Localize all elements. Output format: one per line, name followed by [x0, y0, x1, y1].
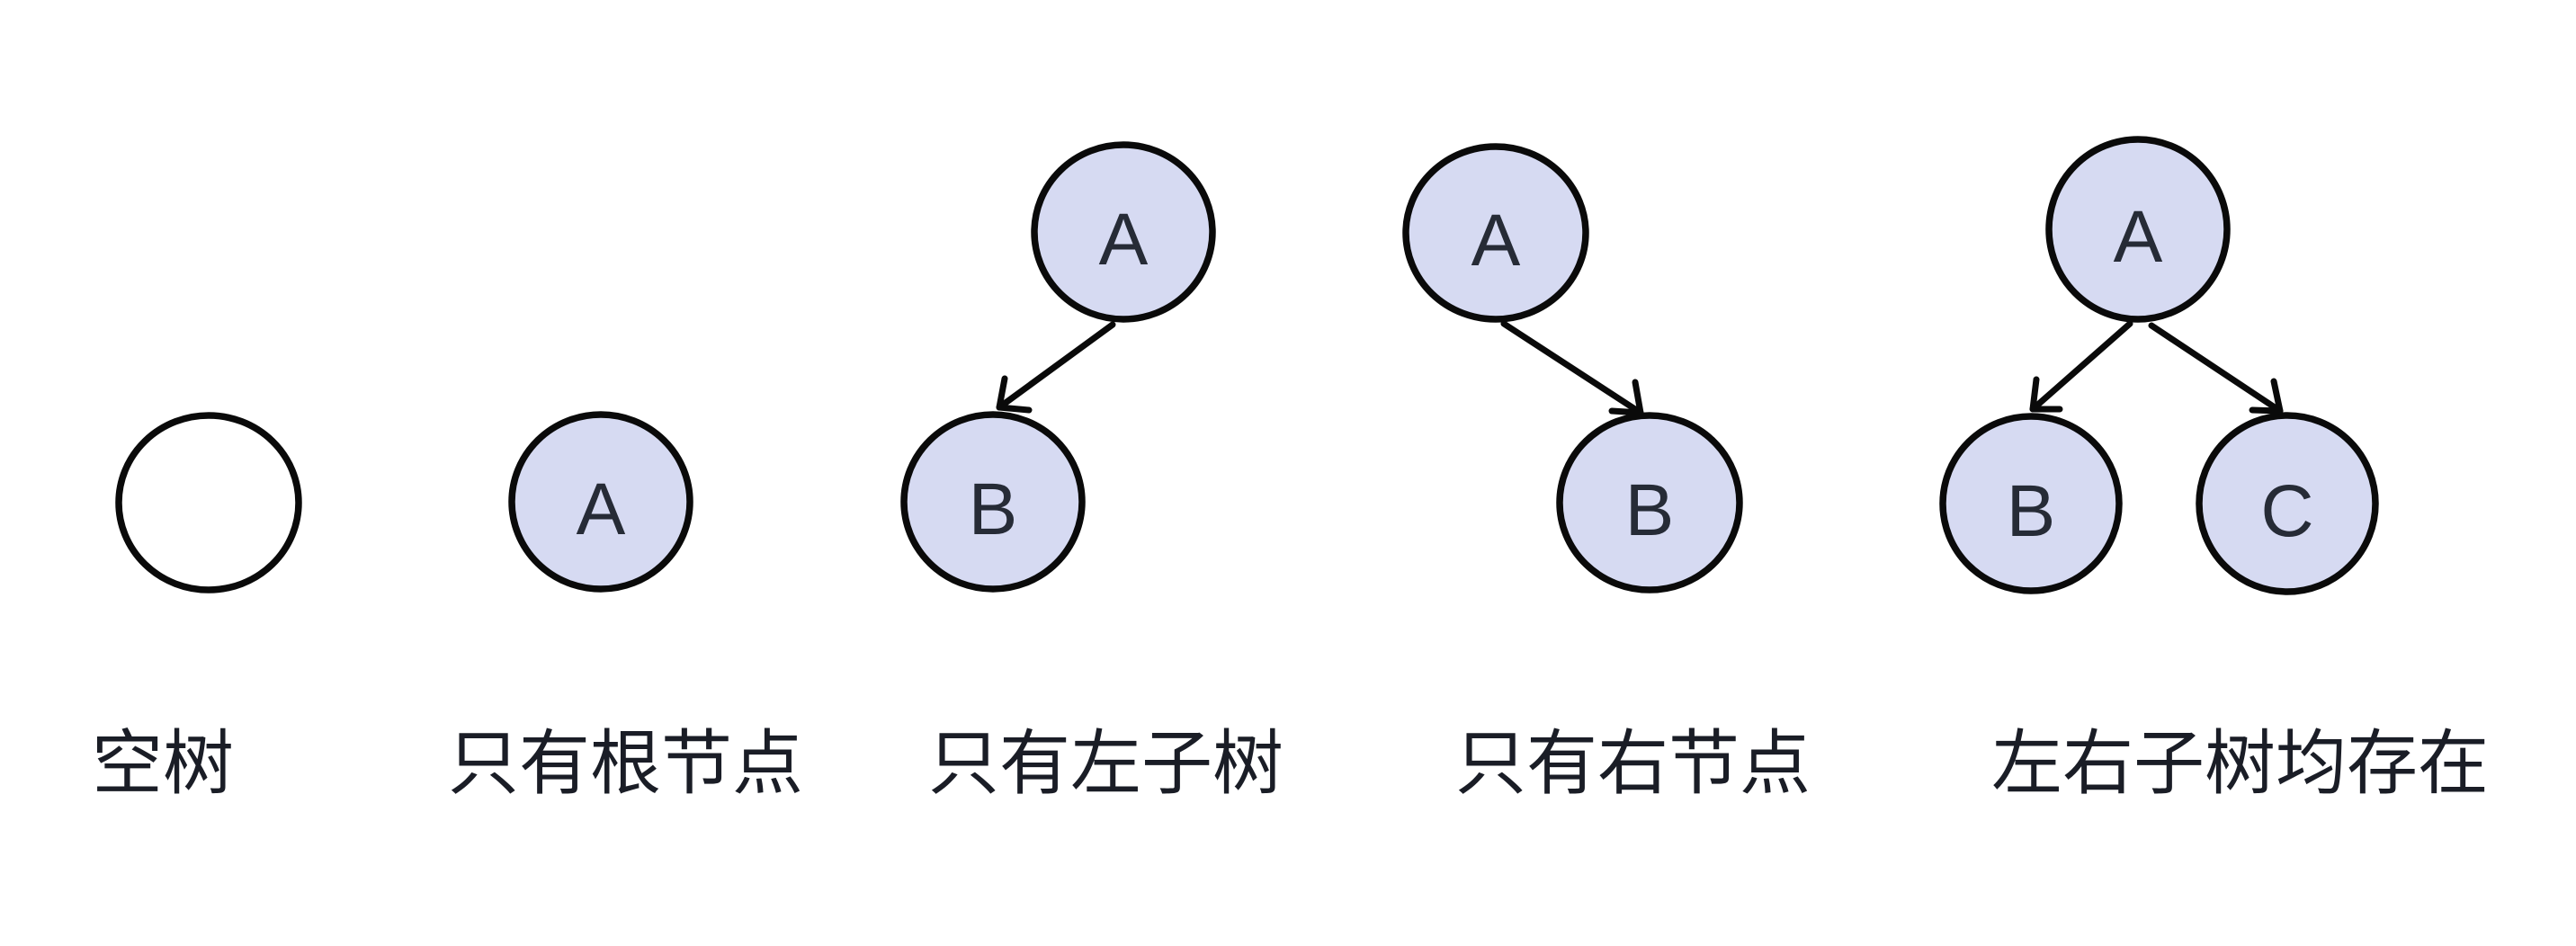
edge-a-to-b-left-arrow: [996, 321, 1116, 414]
tree-root-only: A 只有根节点: [448, 411, 803, 803]
node-a-circle: [508, 411, 693, 593]
node-b-circle: [1556, 412, 1743, 593]
tree-caption: 只有根节点: [448, 723, 803, 803]
tree-caption: 只有右节点: [1455, 723, 1811, 803]
empty-node-circle: [115, 412, 302, 593]
node-a-label: A: [1471, 200, 1521, 281]
node-b-circle: [900, 411, 1086, 593]
arrowhead: [1608, 379, 1644, 416]
edge-a-to-b-left-arrow: [2029, 320, 2133, 413]
arrowhead: [2249, 378, 2284, 415]
node-a-label: A: [1099, 199, 1149, 281]
node-b-label: B: [2007, 470, 2056, 552]
tree-caption: 空树: [92, 723, 234, 803]
arrowhead: [2029, 376, 2063, 413]
node-a-circle: [1031, 141, 1216, 323]
node-a-label: A: [2114, 196, 2163, 278]
node-c-label: C: [2260, 470, 2313, 552]
node-b-label: B: [969, 469, 1018, 550]
tree-caption: 只有左子树: [928, 723, 1284, 803]
edge-shaft: [2029, 320, 2133, 413]
tree-caption: 左右子树均存在: [1991, 723, 2489, 803]
node-a-circle: [1402, 143, 1589, 323]
node-c-circle: [2196, 412, 2379, 595]
edge-shaft: [996, 321, 1116, 411]
tree-both-subtrees: A B C 左右子树均存在: [1939, 136, 2489, 803]
tree-empty: 空树: [92, 412, 302, 803]
tree-left-subtree-only: A B 只有左子树: [900, 141, 1284, 803]
edge-a-to-b-right-arrow: [1500, 320, 1644, 416]
node-a-label: A: [577, 469, 626, 550]
edge-shaft: [2148, 322, 2284, 415]
node-b-label: B: [1625, 469, 1675, 551]
node-b-circle: [1939, 413, 2123, 594]
arrowhead: [996, 375, 1033, 414]
edge-a-to-c-right-arrow: [2148, 322, 2284, 415]
edge-shaft: [1500, 320, 1644, 416]
node-a-circle: [2045, 136, 2231, 323]
tree-right-child-only: A B 只有右节点: [1402, 143, 1811, 803]
